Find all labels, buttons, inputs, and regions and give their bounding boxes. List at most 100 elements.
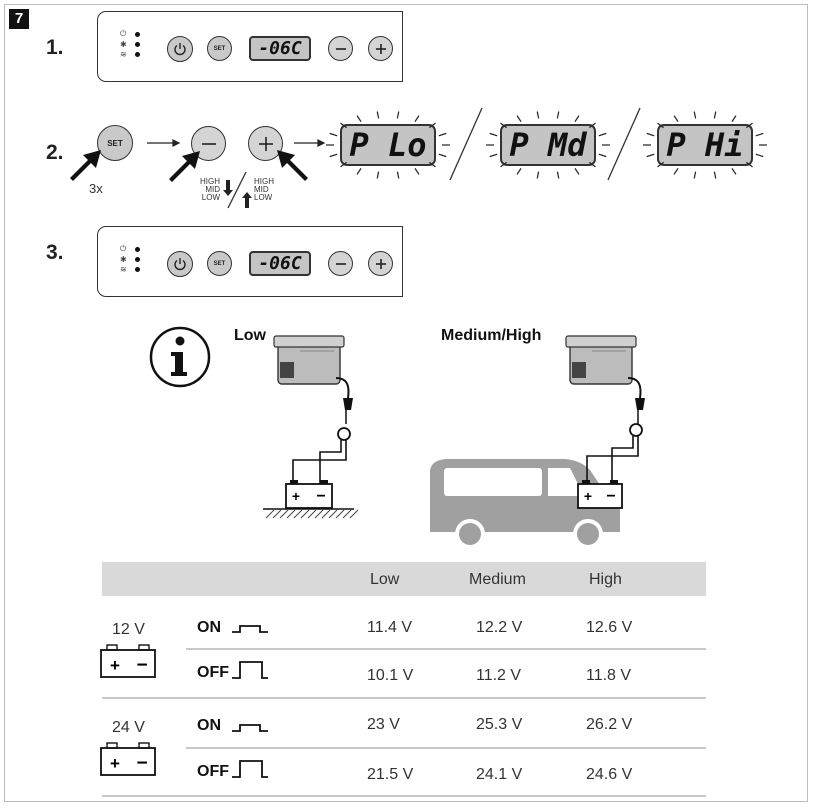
- row-divider: [102, 697, 706, 699]
- socket-icon: [337, 427, 351, 441]
- plug-icon: [343, 398, 353, 410]
- row-divider: [102, 795, 706, 797]
- table-cell: 25.3 V: [476, 716, 523, 733]
- switch-on-icon: [232, 724, 268, 732]
- set-button[interactable]: SET: [207, 251, 232, 276]
- info-icon: [149, 326, 211, 388]
- wifi-led-icon: ≋: [120, 264, 127, 274]
- table-cell: 11.8 V: [586, 667, 632, 684]
- ground-hatch: [265, 509, 359, 519]
- voltage-label-24v: 24 V: [112, 719, 145, 736]
- down-arrow-icon: [223, 180, 233, 196]
- switch-off-icon: [232, 760, 268, 778]
- plus-icon: [375, 43, 386, 54]
- press-arrow-icon: [70, 150, 101, 181]
- table-cell: 11.4 V: [367, 619, 413, 636]
- minus-button[interactable]: [328, 251, 353, 276]
- svg-text:−: −: [136, 655, 147, 676]
- table-cell: 24.6 V: [586, 766, 633, 783]
- section-badge: 7: [9, 9, 29, 29]
- svg-text:+: +: [292, 488, 300, 504]
- medium-high-label: Medium/High: [441, 327, 542, 344]
- plus-button-large[interactable]: [248, 126, 283, 161]
- temperature-display: -06C: [249, 36, 311, 61]
- status-leds: ⏻ ✱ ≋: [120, 244, 140, 274]
- battery-icon-12v: + −: [100, 644, 156, 678]
- row-divider: [186, 747, 706, 749]
- status-leds: ⏻ ✱ ≋: [120, 29, 140, 59]
- plus-button[interactable]: [368, 251, 393, 276]
- power-button[interactable]: [167, 36, 193, 62]
- plus-icon: [258, 136, 273, 151]
- plus-icon: [375, 258, 386, 269]
- set-button[interactable]: SET: [207, 36, 232, 61]
- minus-button[interactable]: [328, 36, 353, 61]
- low-label: Low: [234, 327, 266, 344]
- minus-icon: [335, 262, 346, 265]
- state-label: ON: [197, 619, 221, 636]
- state-label: OFF: [197, 763, 229, 780]
- cooler-device-high: [565, 335, 637, 385]
- up-arrow-icon: [242, 192, 252, 208]
- socket-icon: [629, 423, 643, 437]
- flashing-rays: [326, 111, 767, 179]
- col-header-high: High: [589, 571, 622, 588]
- table-cell: 26.2 V: [586, 716, 633, 733]
- svg-text:+: +: [584, 488, 592, 504]
- page-frame: [4, 4, 808, 802]
- table-cell: 24.1 V: [476, 766, 523, 783]
- control-panel-3: ⏻ ✱ ≋ SET -06C: [97, 226, 403, 297]
- display-low: P Lo: [340, 124, 436, 166]
- switch-on-icon: [232, 625, 268, 633]
- svg-text:−: −: [136, 753, 147, 774]
- power-icon: [174, 258, 186, 271]
- press-count: 3x: [89, 181, 103, 196]
- divider-slash: [227, 171, 247, 209]
- table-cell: 21.5 V: [367, 766, 414, 783]
- battery-icon-low: + −: [285, 480, 333, 509]
- table-cell: 10.1 V: [367, 667, 414, 684]
- svg-text:−: −: [606, 488, 615, 505]
- plug-icon: [635, 398, 645, 410]
- svg-text:−: −: [316, 488, 325, 505]
- divider-slash: [449, 107, 483, 181]
- table-cell: 12.2 V: [476, 619, 523, 636]
- bluetooth-led-icon: ✱: [120, 39, 127, 49]
- col-header-medium: Medium: [469, 571, 526, 588]
- plus-button[interactable]: [368, 36, 393, 61]
- step-1-label: 1.: [46, 36, 64, 59]
- table-cell: 11.2 V: [476, 667, 522, 684]
- set-button-large[interactable]: SET: [97, 125, 133, 161]
- table-header: [102, 562, 706, 596]
- svg-text:+: +: [110, 656, 120, 675]
- battery-icon-24v: + −: [100, 742, 156, 776]
- minus-icon: [201, 142, 216, 145]
- table-cell: 23 V: [367, 716, 400, 733]
- step-3-label: 3.: [46, 241, 64, 264]
- row-divider: [186, 648, 706, 650]
- divider-slash: [607, 107, 641, 181]
- control-panel-1: ⏻ ✱ ≋ SET -06C: [97, 11, 403, 82]
- power-led-icon: ⏻: [120, 244, 127, 253]
- state-label: ON: [197, 717, 221, 734]
- wifi-led-icon: ≋: [120, 49, 127, 59]
- svg-text:+: +: [110, 754, 120, 773]
- display-high: P Hi: [657, 124, 753, 166]
- van-silhouette: [430, 459, 620, 549]
- press-arrow-icon: [277, 150, 308, 181]
- voltage-label-12v: 12 V: [112, 621, 145, 638]
- step-2-label: 2.: [46, 141, 64, 164]
- table-cell: 12.6 V: [586, 619, 633, 636]
- display-medium: P Md: [500, 124, 596, 166]
- battery-icon-van: + −: [577, 480, 623, 509]
- power-led-icon: ⏻: [120, 29, 127, 38]
- press-arrow-icon: [169, 151, 200, 182]
- col-header-low: Low: [370, 571, 400, 588]
- state-label: OFF: [197, 664, 229, 681]
- power-button[interactable]: [167, 251, 193, 277]
- cooler-device-low: [273, 335, 345, 385]
- minus-icon: [335, 47, 346, 50]
